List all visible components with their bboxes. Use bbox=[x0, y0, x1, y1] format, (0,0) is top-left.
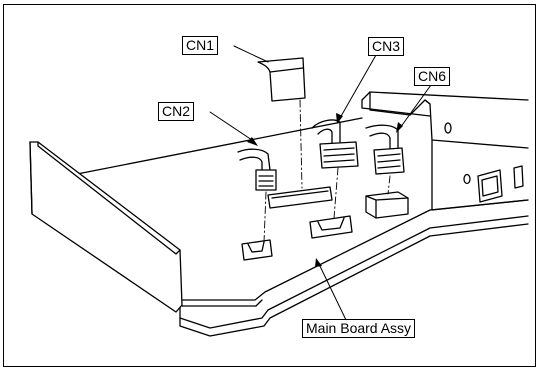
chassis-bottom bbox=[179, 215, 529, 337]
front-panel bbox=[29, 141, 183, 313]
cn1-label: CN1 bbox=[182, 36, 219, 55]
cn6-board-connector bbox=[365, 191, 409, 219]
cn2-board-connector bbox=[241, 239, 273, 261]
main-board-label: Main Board Assy bbox=[302, 319, 416, 338]
leader-lines bbox=[209, 45, 437, 321]
cn3-label: CN3 bbox=[368, 37, 405, 56]
cn2-cable bbox=[237, 148, 277, 191]
cn3-board-connector bbox=[309, 215, 353, 239]
alignment-guides bbox=[263, 99, 391, 243]
cn2-label: CN2 bbox=[158, 102, 195, 121]
cn1-flat-cable bbox=[257, 57, 306, 102]
leader-arrowheads bbox=[247, 113, 403, 267]
cn6-cable bbox=[365, 124, 405, 175]
figure-border bbox=[3, 4, 536, 367]
cn1-board-connector bbox=[267, 186, 333, 209]
cn3-cable bbox=[311, 119, 359, 169]
cn6-label: CN6 bbox=[414, 67, 451, 86]
